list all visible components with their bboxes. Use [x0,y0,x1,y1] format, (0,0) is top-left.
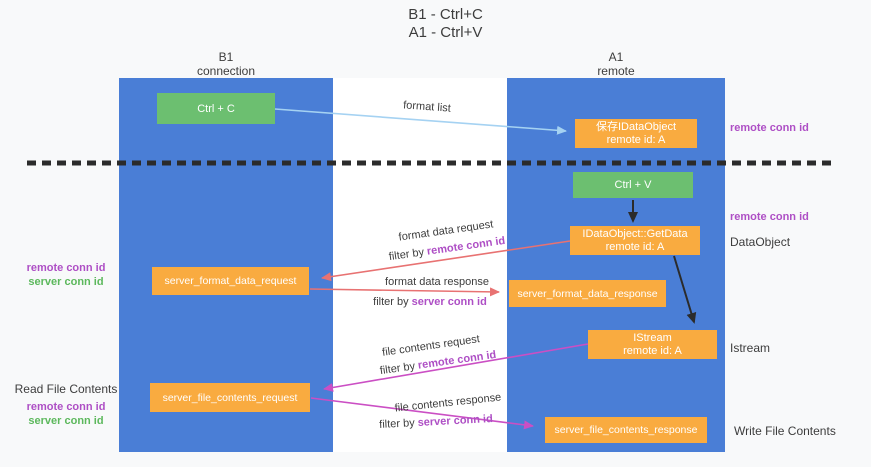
istream-box: IStream remote id: A [588,330,717,359]
filter-by-text: filter by [373,296,409,308]
ctrl-c-box: Ctrl + C [157,93,275,124]
save-idataobject-box: 保存IDataObject remote id: A [575,119,697,148]
server-file-contents-request-box: server_file_contents_request [150,383,310,412]
format-data-request-arrow [321,240,571,282]
server-format-data-response-label: server_format_data_response [517,287,658,300]
filter-by-text: filter by [378,417,415,431]
right-column-subtitle: remote [597,64,635,78]
right-column-header: A1 remote [507,50,725,78]
write-file-contents-label: Write File Contents [734,424,836,438]
dataobject-label: DataObject [730,235,791,249]
save-idataobject-line1: 保存IDataObject [595,120,677,133]
file-contents-request-arrow [323,343,589,392]
right-remote-conn-id-label-2: remote conn id [730,211,809,223]
istream-side-label: Istream [730,341,771,355]
ctrl-v-label: Ctrl + V [614,179,652,191]
idataobject-getdata-box: IDataObject::GetData remote id: A [570,226,700,255]
save-idataobject-line2: remote id: A [606,133,666,146]
network-lane [333,78,507,452]
title-line-2: A1 - Ctrl+V [408,24,483,41]
format-list-arrow [274,108,567,135]
server-file-contents-request-label: server_file_contents_request [162,391,298,404]
left-remote-conn-id-1: remote conn id [26,262,106,274]
title-line-1: B1 - Ctrl+C [408,6,483,23]
format-data-response-label: format data response [385,276,489,288]
istream-line2: remote id: A [623,344,682,357]
istream-line1: IStream [633,331,672,344]
left-conn-id-group-2: remote conn id server conn id [14,400,118,428]
left-column-header: B1 connection [119,50,333,78]
ctrl-v-box: Ctrl + V [573,172,693,198]
file-contents-response-arrow [310,397,534,430]
left-server-conn-id-1: server conn id [28,276,104,288]
getdata-line2: remote id: A [605,240,665,253]
right-column-name: A1 [608,50,624,64]
right-remote-conn-id-label-1: remote conn id [730,122,809,134]
left-column-subtitle: connection [196,64,256,78]
left-column-name: B1 [218,50,234,64]
server-file-contents-response-label: server_file_contents_response [554,424,698,436]
format-data-response-arrow [309,287,500,297]
server-format-data-response-box: server_format_data_response [509,280,666,307]
left-server-conn-id-2: server conn id [28,415,104,427]
getdata-line1: IDataObject::GetData [582,227,688,240]
getdata-to-istream-arrow [673,255,697,324]
server-format-data-request-box: server_format_data_request [152,267,309,295]
left-remote-conn-id-2: remote conn id [26,401,106,413]
diagram-title: B1 - Ctrl+C A1 - Ctrl+V [0,6,871,42]
read-file-contents-label: Read File Contents [14,382,118,396]
server-conn-id-text: server conn id [411,296,487,308]
server-format-data-request-label: server_format_data_request [164,275,297,287]
server-file-contents-response-box: server_file_contents_response [545,417,707,443]
left-conn-id-group-1: remote conn id server conn id [14,261,118,289]
ctrl-c-label: Ctrl + C [197,102,235,115]
